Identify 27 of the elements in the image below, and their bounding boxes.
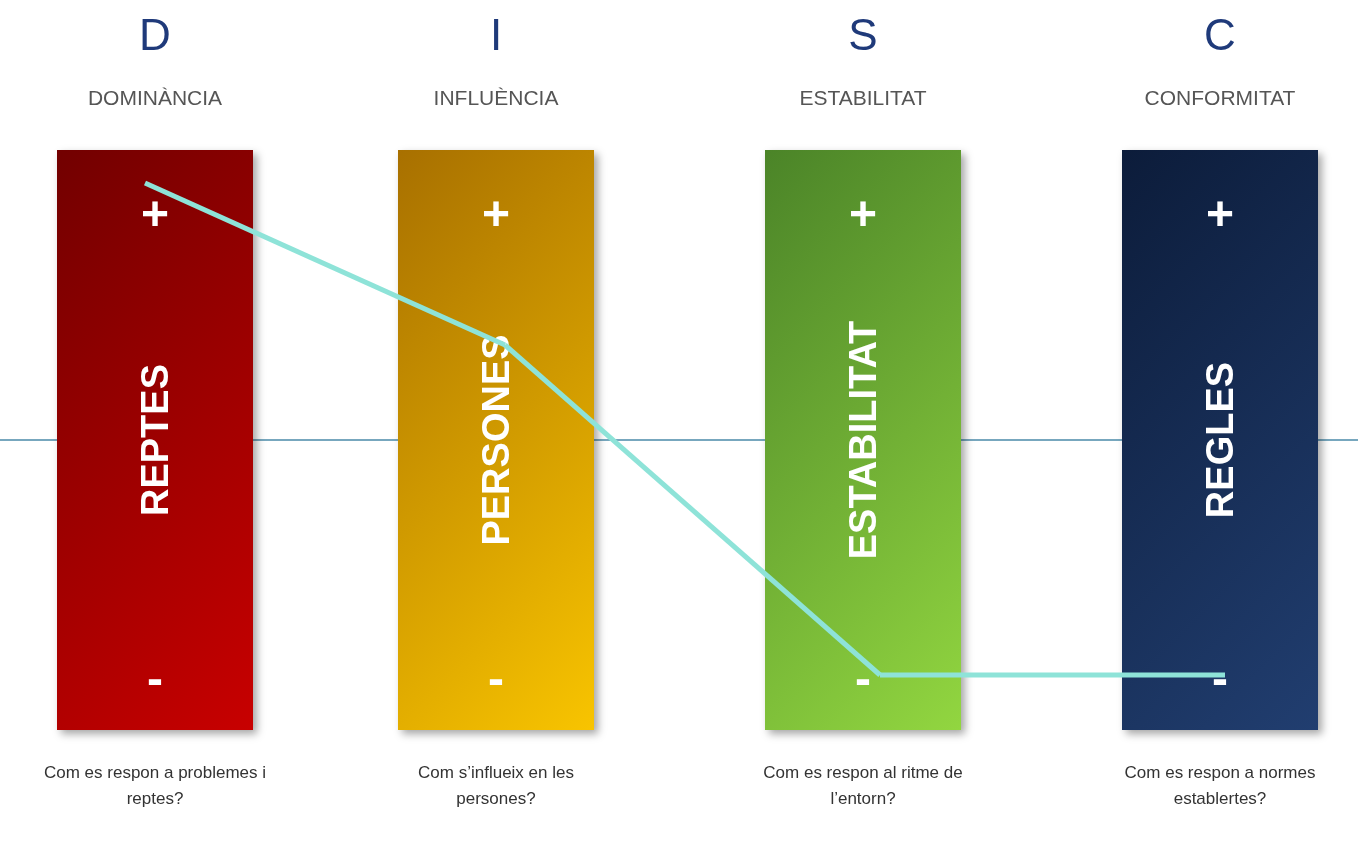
minus-sign: -	[855, 655, 871, 703]
minus-sign: -	[1212, 655, 1228, 703]
minus-sign: -	[147, 655, 163, 703]
factor-name: INFLUÈNCIA	[433, 86, 559, 110]
question-text: Com es respon a normes establertes?	[1123, 762, 1317, 810]
bar-label: REPTES	[133, 364, 177, 516]
question-text: Com es respon a problemes i reptes?	[42, 762, 267, 810]
plus-sign: +	[482, 190, 510, 238]
factor-letter: D	[139, 10, 171, 60]
bar-label: REGLES	[1198, 361, 1242, 519]
question-text: Com s’influeix en les persones?	[417, 762, 575, 810]
factor-name: DOMINÀNCIA	[87, 86, 223, 110]
profile-line	[503, 343, 882, 677]
bar-label: ESTABILITAT	[841, 320, 885, 560]
question-text: Com es respon al ritme de l’entorn?	[762, 762, 964, 810]
bar-label: PERSONES	[474, 334, 518, 546]
plus-sign: +	[849, 190, 877, 238]
factor-letter: C	[1204, 10, 1236, 60]
factor-name: ESTABILITAT	[799, 86, 927, 110]
profile-line	[143, 180, 507, 348]
factor-letter: I	[489, 10, 503, 60]
minus-sign: -	[488, 655, 504, 703]
factor-name: CONFORMITAT	[1144, 86, 1296, 110]
plus-sign: +	[1206, 190, 1234, 238]
profile-line	[880, 672, 1225, 678]
plus-sign: +	[141, 190, 169, 238]
factor-letter: S	[848, 10, 878, 60]
